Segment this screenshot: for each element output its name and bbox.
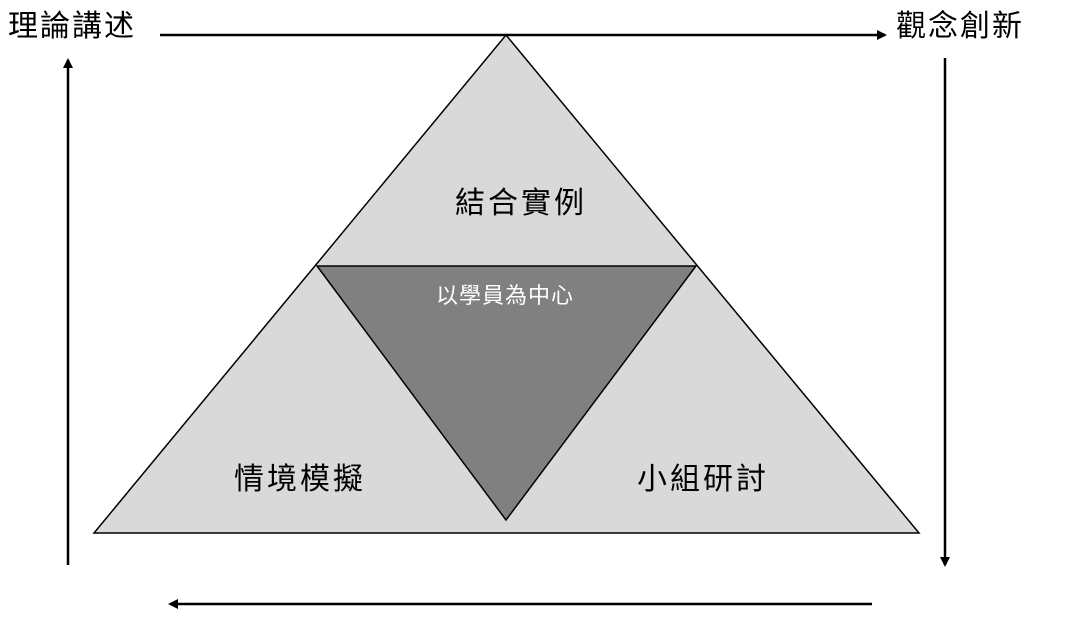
top-left-label: 理論講述 <box>8 9 136 44</box>
bottom-left-section-label: 情境模擬 <box>234 462 366 497</box>
top-section-label: 結合實例 <box>455 186 587 221</box>
top-right-label: 觀念創新 <box>896 9 1024 44</box>
bottom-right-section-label: 小組研討 <box>637 462 769 497</box>
center-triangle <box>315 265 698 522</box>
center-section-label: 以學員為中心 <box>436 284 574 309</box>
